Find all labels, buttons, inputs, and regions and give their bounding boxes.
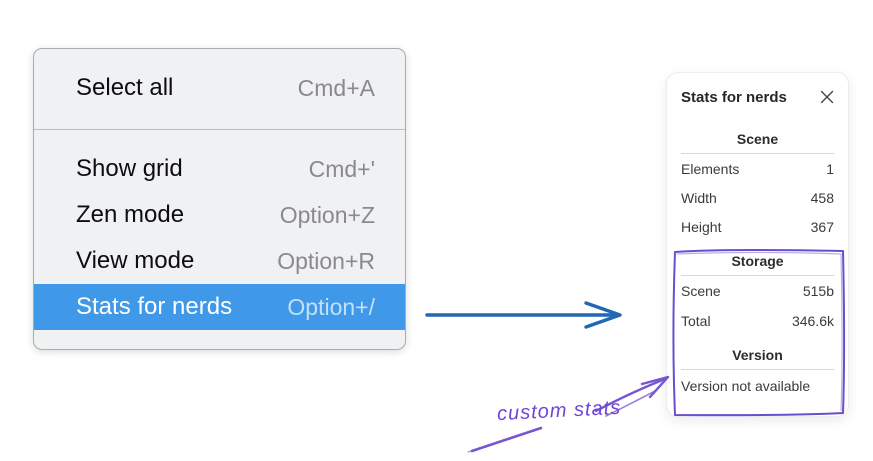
stats-panel-header: Stats for nerds bbox=[681, 85, 834, 109]
menu-item-label: View mode bbox=[76, 247, 195, 274]
menu-item-view-mode[interactable]: View mode Option+R bbox=[34, 238, 405, 284]
stat-row-elements: Elements 1 bbox=[681, 154, 834, 183]
context-menu: Select all Cmd+A Show grid Cmd+' Zen mod… bbox=[33, 48, 406, 350]
stat-value: 515b bbox=[802, 283, 834, 299]
stat-label: Elements bbox=[681, 160, 740, 177]
stat-label: Height bbox=[681, 218, 722, 235]
menu-item-select-all[interactable]: Select all Cmd+A bbox=[34, 65, 405, 111]
stat-row-height: Height 367 bbox=[681, 212, 834, 241]
menu-item-shortcut: Option+R bbox=[277, 247, 375, 274]
menu-item-shortcut: Cmd+A bbox=[297, 74, 375, 101]
menu-item-stats-for-nerds[interactable]: Stats for nerds Option+/ bbox=[34, 284, 405, 330]
section-header-storage: Storage bbox=[731, 253, 784, 269]
annotation-label: custom stats bbox=[496, 396, 622, 426]
menu-item-label: Stats for nerds bbox=[76, 293, 233, 320]
menu-item-shortcut: Option+Z bbox=[279, 201, 375, 228]
stat-row-width: Width 458 bbox=[681, 183, 834, 212]
stat-row-total-storage: Total 346.6k bbox=[681, 306, 834, 336]
close-button[interactable] bbox=[820, 90, 834, 104]
stat-value: 367 bbox=[810, 218, 834, 235]
stat-label: Total bbox=[681, 313, 711, 329]
stat-value: 1 bbox=[826, 160, 834, 177]
stats-panel: Stats for nerds Scene Elements 1 Width 4… bbox=[666, 72, 849, 417]
section-header-scene: Scene bbox=[736, 131, 779, 147]
version-message: Version not available bbox=[681, 378, 811, 394]
menu-section-top: Select all Cmd+A bbox=[34, 49, 405, 129]
flow-arrow-right-icon bbox=[425, 301, 622, 329]
stat-row-scene-storage: Scene 515b bbox=[681, 276, 834, 306]
stat-label: Scene bbox=[681, 283, 721, 299]
menu-item-zen-mode[interactable]: Zen mode Option+Z bbox=[34, 192, 405, 238]
menu-item-label: Zen mode bbox=[76, 201, 185, 228]
close-icon bbox=[820, 90, 834, 104]
stat-value: 458 bbox=[810, 189, 834, 206]
menu-section-bottom: Show grid Cmd+' Zen mode Option+Z View m… bbox=[34, 129, 405, 349]
stat-value: 346.6k bbox=[791, 313, 834, 329]
menu-item-show-grid[interactable]: Show grid Cmd+' bbox=[34, 146, 405, 192]
menu-item-shortcut: Option+/ bbox=[287, 293, 375, 320]
menu-item-label: Show grid bbox=[76, 155, 183, 182]
section-header-version: Version bbox=[732, 347, 783, 363]
menu-item-shortcut: Cmd+' bbox=[308, 155, 375, 182]
menu-item-label: Select all bbox=[76, 74, 174, 101]
stat-label: Width bbox=[681, 189, 717, 206]
panel-title: Stats for nerds bbox=[681, 88, 787, 106]
section-divider bbox=[681, 153, 834, 154]
